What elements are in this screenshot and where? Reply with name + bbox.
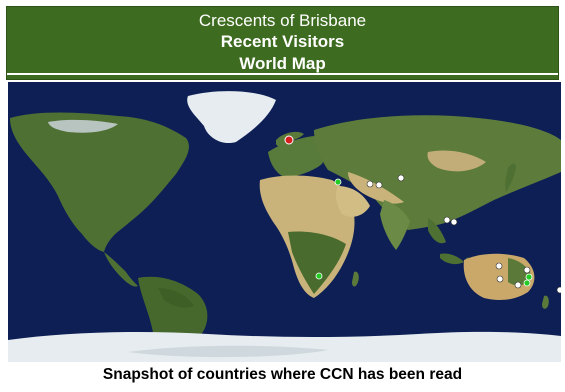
- asia-landmass: [314, 115, 561, 230]
- visitor-marker-australia-north: [495, 262, 503, 270]
- visitor-marker-melbourne: [514, 281, 522, 289]
- visitor-marker-uk: [284, 135, 294, 145]
- visitor-marker-north-africa: [334, 178, 342, 186]
- greenland-landmass: [187, 91, 276, 144]
- visitor-marker-south-africa: [315, 272, 323, 280]
- visitor-marker-singapore: [450, 218, 458, 226]
- visitor-marker-gulf: [375, 181, 383, 189]
- world-map-graphic: [8, 82, 561, 362]
- visitor-marker-new-zealand: [556, 286, 561, 294]
- visitor-marker-east-coast: [523, 266, 531, 274]
- site-title: Crescents of Brisbane: [198, 11, 367, 30]
- visitor-marker-brisbane: [525, 273, 533, 281]
- section-title: Recent Visitors: [220, 32, 345, 51]
- visitor-marker-sydney: [523, 279, 531, 287]
- visitor-marker-malaysia: [443, 216, 451, 224]
- header-divider: [7, 73, 558, 75]
- visitor-marker-middle-east: [366, 180, 374, 188]
- map-title: World Map: [239, 54, 326, 73]
- world-map: [8, 82, 561, 362]
- visitor-marker-india: [397, 174, 405, 182]
- map-caption: Snapshot of countries where CCN has been…: [102, 366, 463, 383]
- visitor-marker-australia-west: [496, 275, 504, 283]
- map-header: Crescents of Brisbane Recent Visitors Wo…: [6, 6, 559, 80]
- north-america-landmass: [10, 112, 189, 252]
